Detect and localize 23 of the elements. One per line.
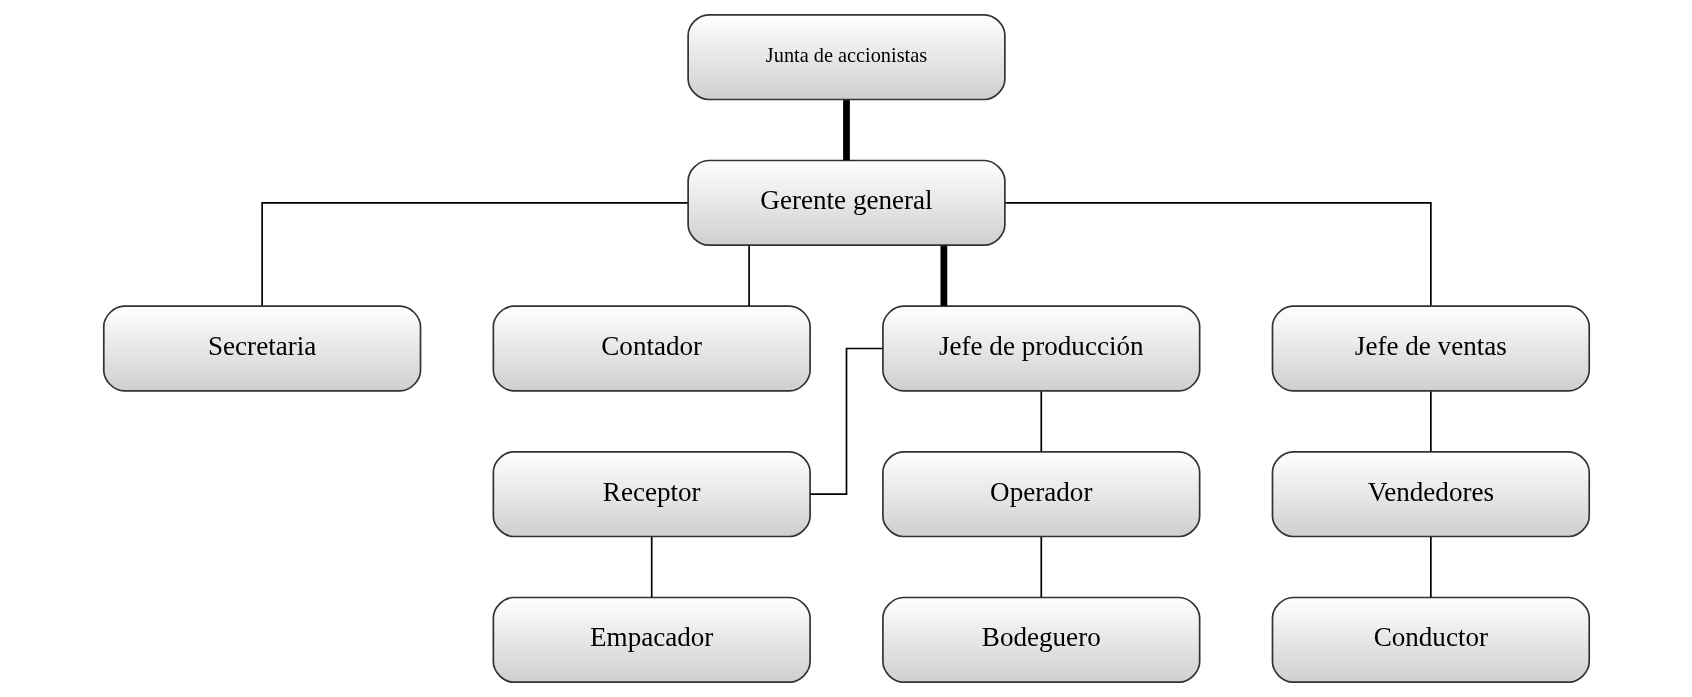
connector [650,536,653,599]
connector [842,100,850,161]
connector [1429,536,1432,599]
node-box: Junta de accionistas [686,13,1006,101]
connector [1039,536,1042,599]
node-box: Operador [881,450,1200,538]
connector [260,202,688,307]
node-box: Contador [492,305,811,392]
node-box: Empacador [492,596,811,684]
connector [747,244,750,307]
connector [1429,390,1432,453]
node-box: Jefe de ventas [1271,305,1590,392]
connector [808,347,884,495]
node-box: Receptor [492,450,811,538]
connector [940,245,947,306]
node-box: Conductor [1271,596,1590,684]
connector [1039,390,1042,453]
node-box: Jefe de producción [881,305,1200,392]
node-box: Gerente general [686,159,1006,247]
connector [1004,202,1432,307]
node-box: Secretaria [102,305,421,392]
node-box: Vendedores [1271,450,1590,538]
node-box: Bodeguero [881,596,1200,684]
